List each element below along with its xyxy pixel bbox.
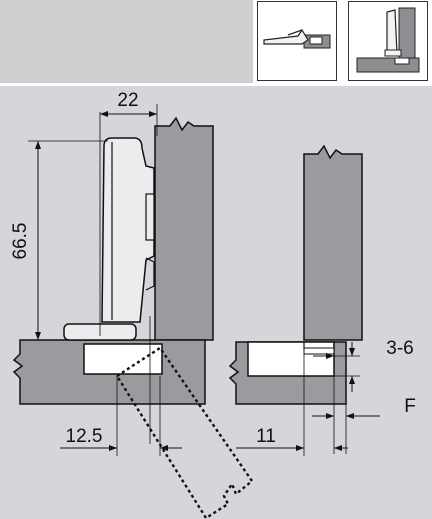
clearance-label: F [404, 396, 416, 417]
height-dimension-label: 66.5 [10, 223, 31, 260]
left-offset-label: 12.5 [66, 426, 103, 447]
mounting-plate-recess [247, 341, 335, 377]
range-dimension-label: 3-6 [386, 338, 413, 359]
hinge-diagram: 22 66.5 12.5 3-6 [10, 90, 416, 519]
header-bar [0, 0, 253, 83]
open-hinge-thumbnail[interactable] [257, 1, 337, 81]
diagram-panel: 22 66.5 12.5 3-6 [0, 86, 432, 519]
width-dimension-label: 22 [117, 90, 138, 111]
open-hinge-icon [263, 28, 331, 49]
door-panel-right [303, 144, 363, 341]
door-panel [154, 116, 214, 341]
closed-hinge-icon [356, 7, 420, 73]
right-offset-label: 11 [256, 426, 276, 447]
hinge-plate-recess [83, 343, 163, 375]
closed-hinge-thumbnail[interactable] [348, 1, 428, 81]
